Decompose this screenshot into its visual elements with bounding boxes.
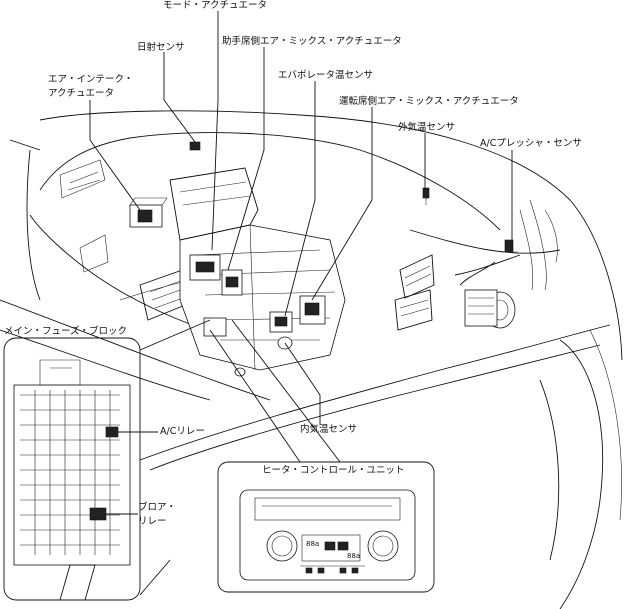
label-air-intake-actuator-1: エア・インテーク・: [48, 74, 134, 85]
hvac-unit: [169, 167, 346, 377]
compressor-assembly: [459, 261, 516, 329]
label-main-fuse-block: メイン・フューズ・ブロック: [4, 326, 128, 337]
label-passenger-air-mix-actuator: 助手席側エア・ミックス・アクチュエータ: [222, 36, 402, 47]
label-blower-relay-2: リレー: [138, 516, 167, 527]
label-blower-relay-1: ブロア・: [138, 502, 177, 513]
label-ac-relay: A/Cリレー: [160, 426, 205, 437]
label-solar-sensor: 日射センサ: [137, 42, 185, 53]
air-intake-actuator-shape: [129, 197, 168, 228]
label-heater-control-unit: ヒータ・コントロール・ユニット: [262, 465, 405, 476]
label-driver-air-mix-actuator: 運転席側エア・ミックス・アクチュエータ: [339, 96, 519, 107]
label-air-intake-actuator-2: アクチュエータ: [48, 88, 115, 99]
ambient-sensor-shape: [422, 187, 430, 205]
fuse-block-callout: [3, 319, 211, 601]
label-ambient-temp-sensor: 外気温センサ: [398, 122, 456, 133]
right-temp-display: 88a: [347, 552, 361, 560]
label-cabin-temp-sensor: 内気温センサ: [300, 424, 358, 435]
label-mode-actuator: モード・アクチュエータ: [163, 0, 268, 11]
label-ac-pressure-sensor: A/Cプレッシャ・センサ: [480, 138, 582, 149]
heater-control-callout: [209, 319, 435, 593]
ac-pressure-sensor-shape: [500, 239, 518, 253]
label-evaporator-temp-sensor: エバポレータ温センサ: [278, 70, 374, 81]
left-temp-display: 88a: [306, 540, 320, 548]
leader-lines: [89, 11, 513, 425]
solar-sensor-shape: [189, 141, 201, 151]
steering-area: [539, 329, 622, 609]
